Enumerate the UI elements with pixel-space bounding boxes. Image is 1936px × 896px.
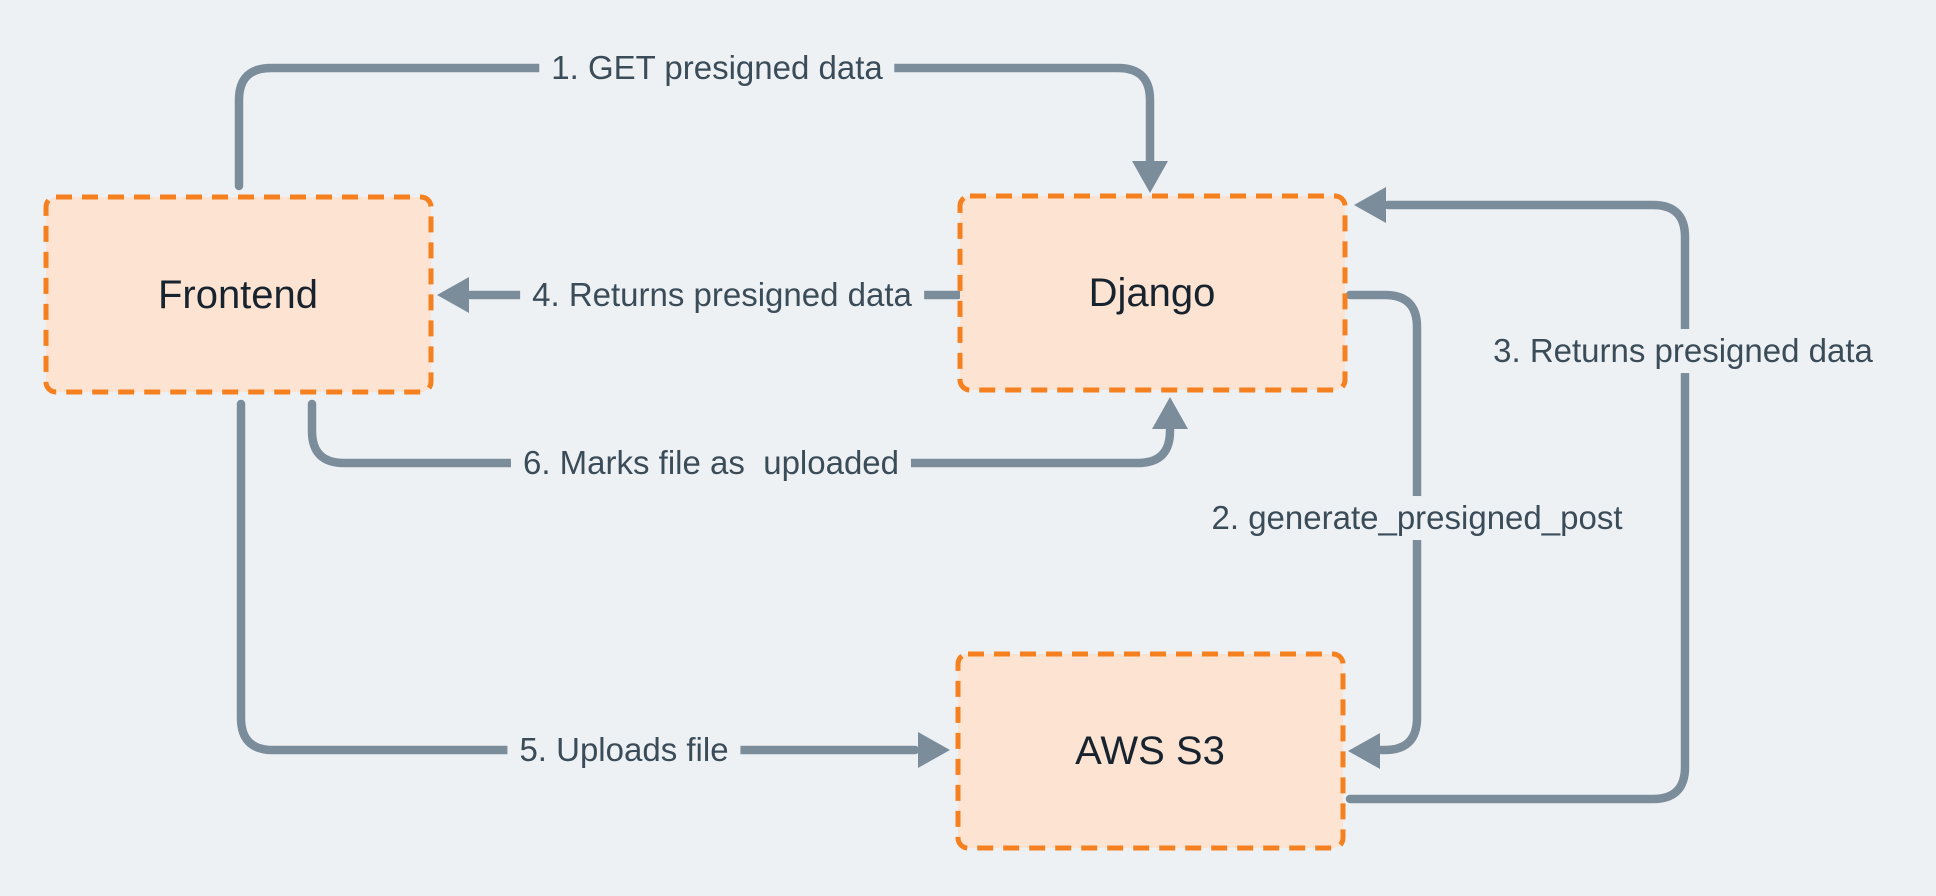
node-django-box [957, 193, 1348, 393]
node-django: Django [957, 193, 1348, 393]
arrowhead-right-into-awss3-left [918, 732, 950, 768]
edge-label-returns-presigned-data-to-frontend: 4. Returns presigned data [520, 273, 924, 317]
node-frontend-label: Frontend [158, 273, 318, 317]
node-frontend-box [43, 194, 434, 395]
edge-label-uploads-file: 5. Uploads file [507, 728, 741, 772]
arrowhead-down-into-django-top [1132, 161, 1168, 193]
arrowhead-left-into-django-right [1354, 187, 1386, 223]
edge-line-returns-presigned-data-to-django [1345, 200, 1690, 804]
edge-label-generate-presigned-post: 2. generate_presigned_post [1199, 496, 1635, 540]
arrowhead-up-into-django-bottom [1152, 397, 1188, 429]
node-frontend: Frontend [43, 194, 434, 395]
node-aws-s3-box [955, 651, 1346, 851]
edge-label-get-presigned-data: 1. GET presigned data [539, 46, 895, 90]
edge-line-uploads-file [236, 399, 920, 755]
arrowhead-left-into-frontend-right [437, 277, 469, 313]
node-django-label: Django [1089, 271, 1216, 315]
edge-label-marks-file-as-uploaded: 6. Marks file as uploaded [510, 441, 912, 485]
node-aws-s3-label: AWS S3 [1075, 729, 1225, 773]
arrowhead-left-into-awss3-right [1348, 733, 1380, 769]
edge-label-returns-presigned-data-to-django: 3. Returns presigned data [1481, 329, 1885, 373]
node-aws-s3: AWS S3 [955, 651, 1346, 851]
